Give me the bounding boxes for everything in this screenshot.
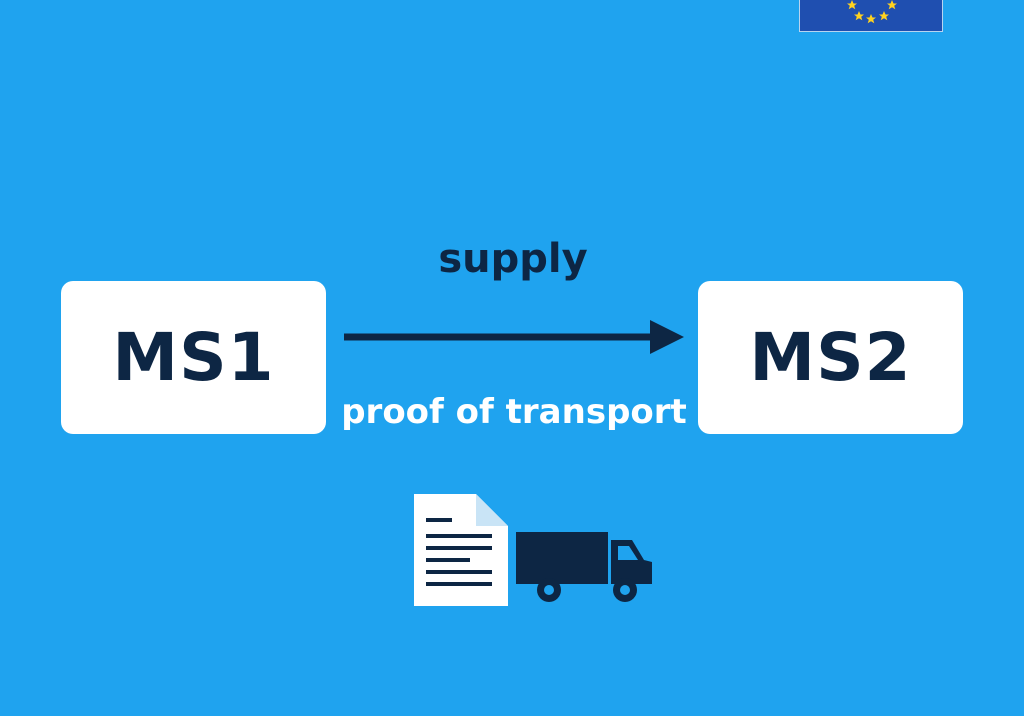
member-state-2-label: MS2 [749,319,912,396]
document-icon [414,494,508,606]
member-state-2-box: MS2 [698,281,963,434]
truck-icon [516,532,652,602]
supply-label: supply [438,236,588,282]
member-state-1-box: MS1 [61,281,326,434]
eu-flag-icon [799,0,943,32]
proof-of-transport-label: proof of transport [341,392,687,432]
member-state-1-label: MS1 [112,319,275,396]
icon-group [414,494,652,606]
supply-arrow [344,320,684,354]
